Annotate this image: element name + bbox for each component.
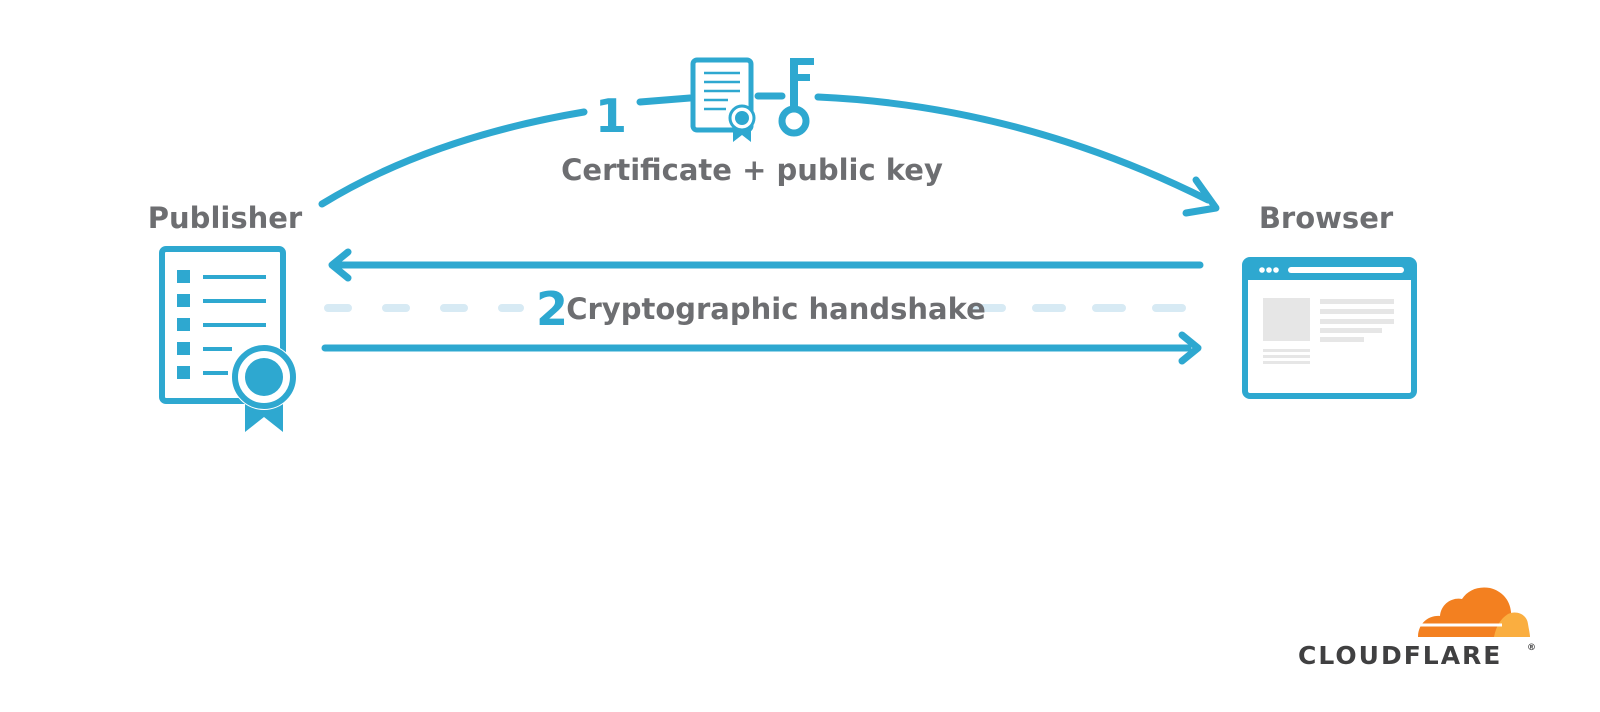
registered-mark: ® bbox=[1527, 643, 1538, 653]
step-1-arrowhead bbox=[1182, 176, 1220, 217]
step-1-number: 1 bbox=[595, 89, 627, 143]
step-1-arc-right bbox=[814, 93, 1212, 204]
step-2-label: Cryptographic handshake bbox=[566, 292, 986, 326]
step-1-label: Certificate + public key bbox=[561, 153, 943, 187]
step-1-arc-left bbox=[318, 108, 588, 208]
browser-label: Browser bbox=[1259, 201, 1394, 235]
cloudflare-cloud-icon bbox=[1418, 587, 1530, 637]
step-1-arc-mid bbox=[636, 94, 694, 106]
certificate-icon bbox=[690, 57, 756, 142]
step-2-arrowhead-right bbox=[1178, 331, 1202, 365]
cloudflare-wordmark: CLOUDFLARE bbox=[1298, 641, 1502, 670]
cloudflare-logo: CLOUDFLARE ® bbox=[1298, 587, 1538, 670]
key-icon bbox=[778, 58, 814, 137]
certificate-document-icon bbox=[159, 246, 297, 432]
step-2-number: 2 bbox=[536, 282, 568, 336]
browser-window-icon bbox=[1242, 257, 1417, 399]
step-2-arrowhead-left bbox=[328, 248, 352, 282]
publisher-label: Publisher bbox=[148, 201, 303, 235]
